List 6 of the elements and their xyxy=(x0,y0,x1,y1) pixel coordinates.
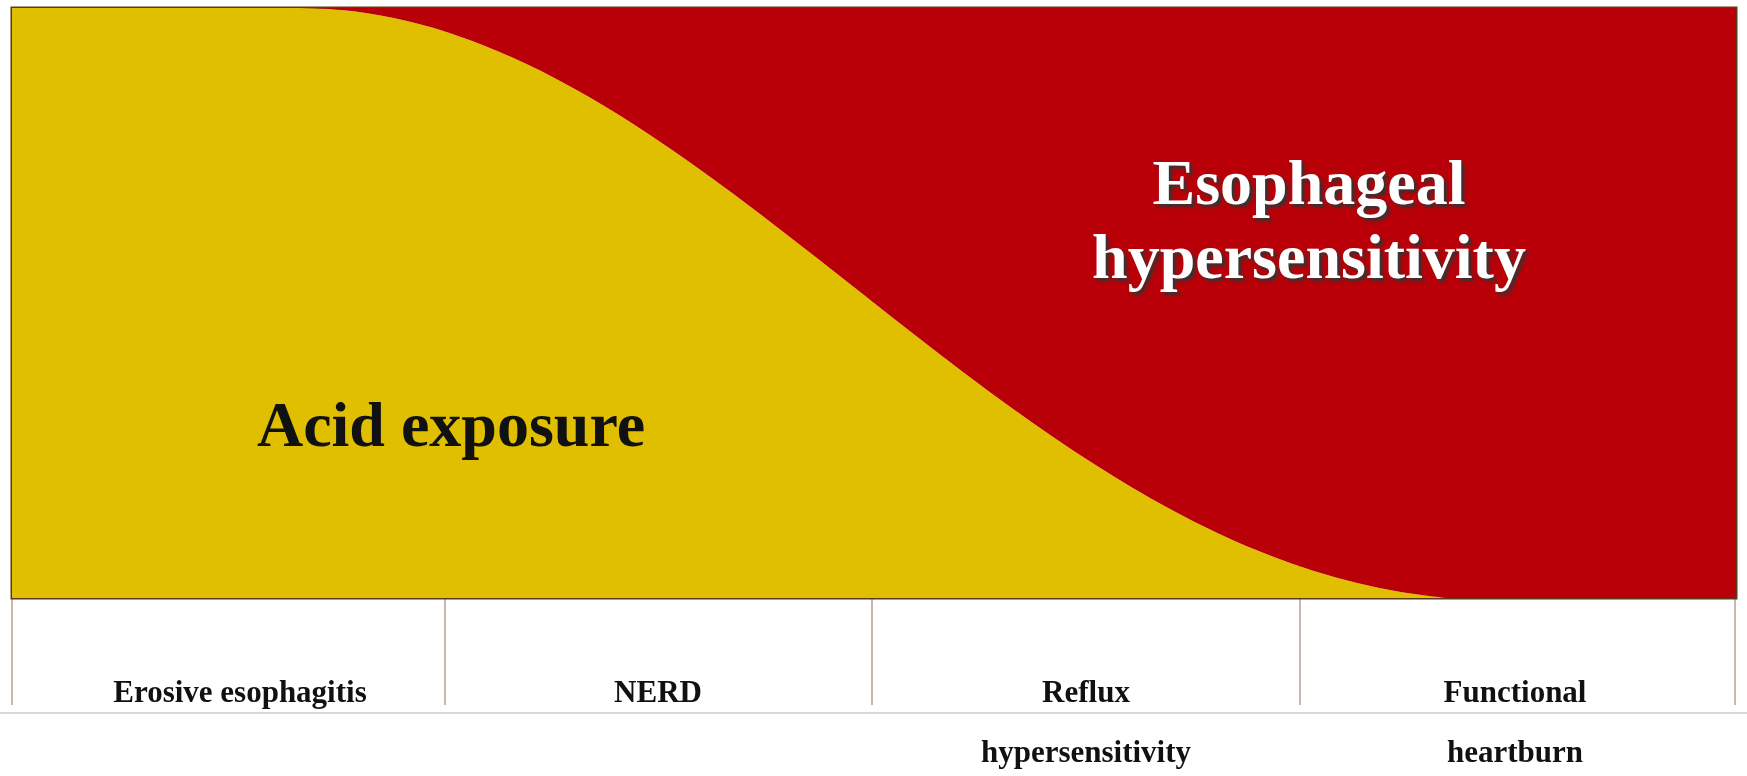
area-label: Esophageal hypersensitivity xyxy=(1091,146,1527,294)
column-label: Functional heartburn xyxy=(1442,673,1588,771)
area-label: Acid exposure xyxy=(255,388,647,462)
column-label: Reflux hypersensitivity xyxy=(979,673,1193,771)
column-label: NERD xyxy=(613,673,703,711)
column-label: Erosive esophagitis xyxy=(112,673,368,711)
